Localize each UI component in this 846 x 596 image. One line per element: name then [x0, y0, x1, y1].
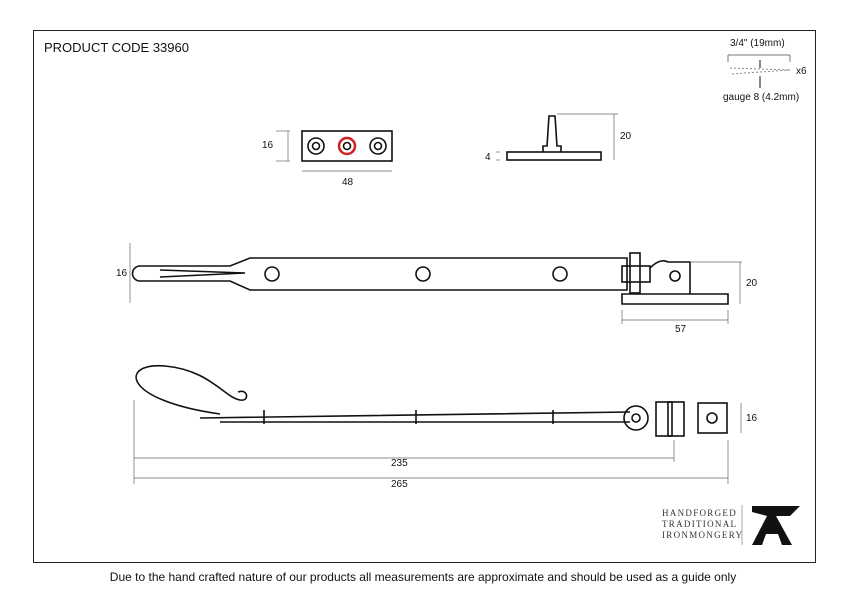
product-code: PRODUCT CODE 33960 [44, 40, 189, 55]
dim-keep-height: 16 [262, 140, 274, 151]
dim-bracket-height: 20 [746, 278, 758, 289]
dim-arm-bracket-height: 16 [746, 413, 758, 424]
stay-top-view [133, 364, 742, 484]
disclaimer: Due to the hand crafted nature of our pr… [109, 570, 737, 584]
screw-icon [727, 54, 791, 88]
dim-arm-inner: 235 [391, 458, 408, 469]
dim-stay-height: 16 [116, 268, 128, 279]
dim-bracket-width: 57 [675, 324, 687, 335]
drawing-frame [33, 30, 816, 563]
dim-pin-base: 4 [485, 152, 491, 163]
screw-gauge: gauge 8 (4.2mm) [723, 92, 800, 103]
stay-side-view [129, 243, 742, 324]
dim-pin-height: 20 [620, 131, 632, 142]
screw-qty: x6 [796, 66, 807, 77]
logo-line-3: IRONMONGERY [662, 530, 744, 540]
logo-line-2: TRADITIONAL [662, 519, 738, 529]
dim-keep-width: 48 [342, 177, 354, 188]
keep-plate [276, 130, 393, 172]
dim-arm-total: 265 [391, 479, 408, 490]
anvil-logo [741, 505, 800, 545]
locking-pin [496, 113, 618, 161]
logo-line-1: HANDFORGED [662, 508, 738, 518]
screw-length: 3/4" (19mm) [730, 38, 785, 49]
